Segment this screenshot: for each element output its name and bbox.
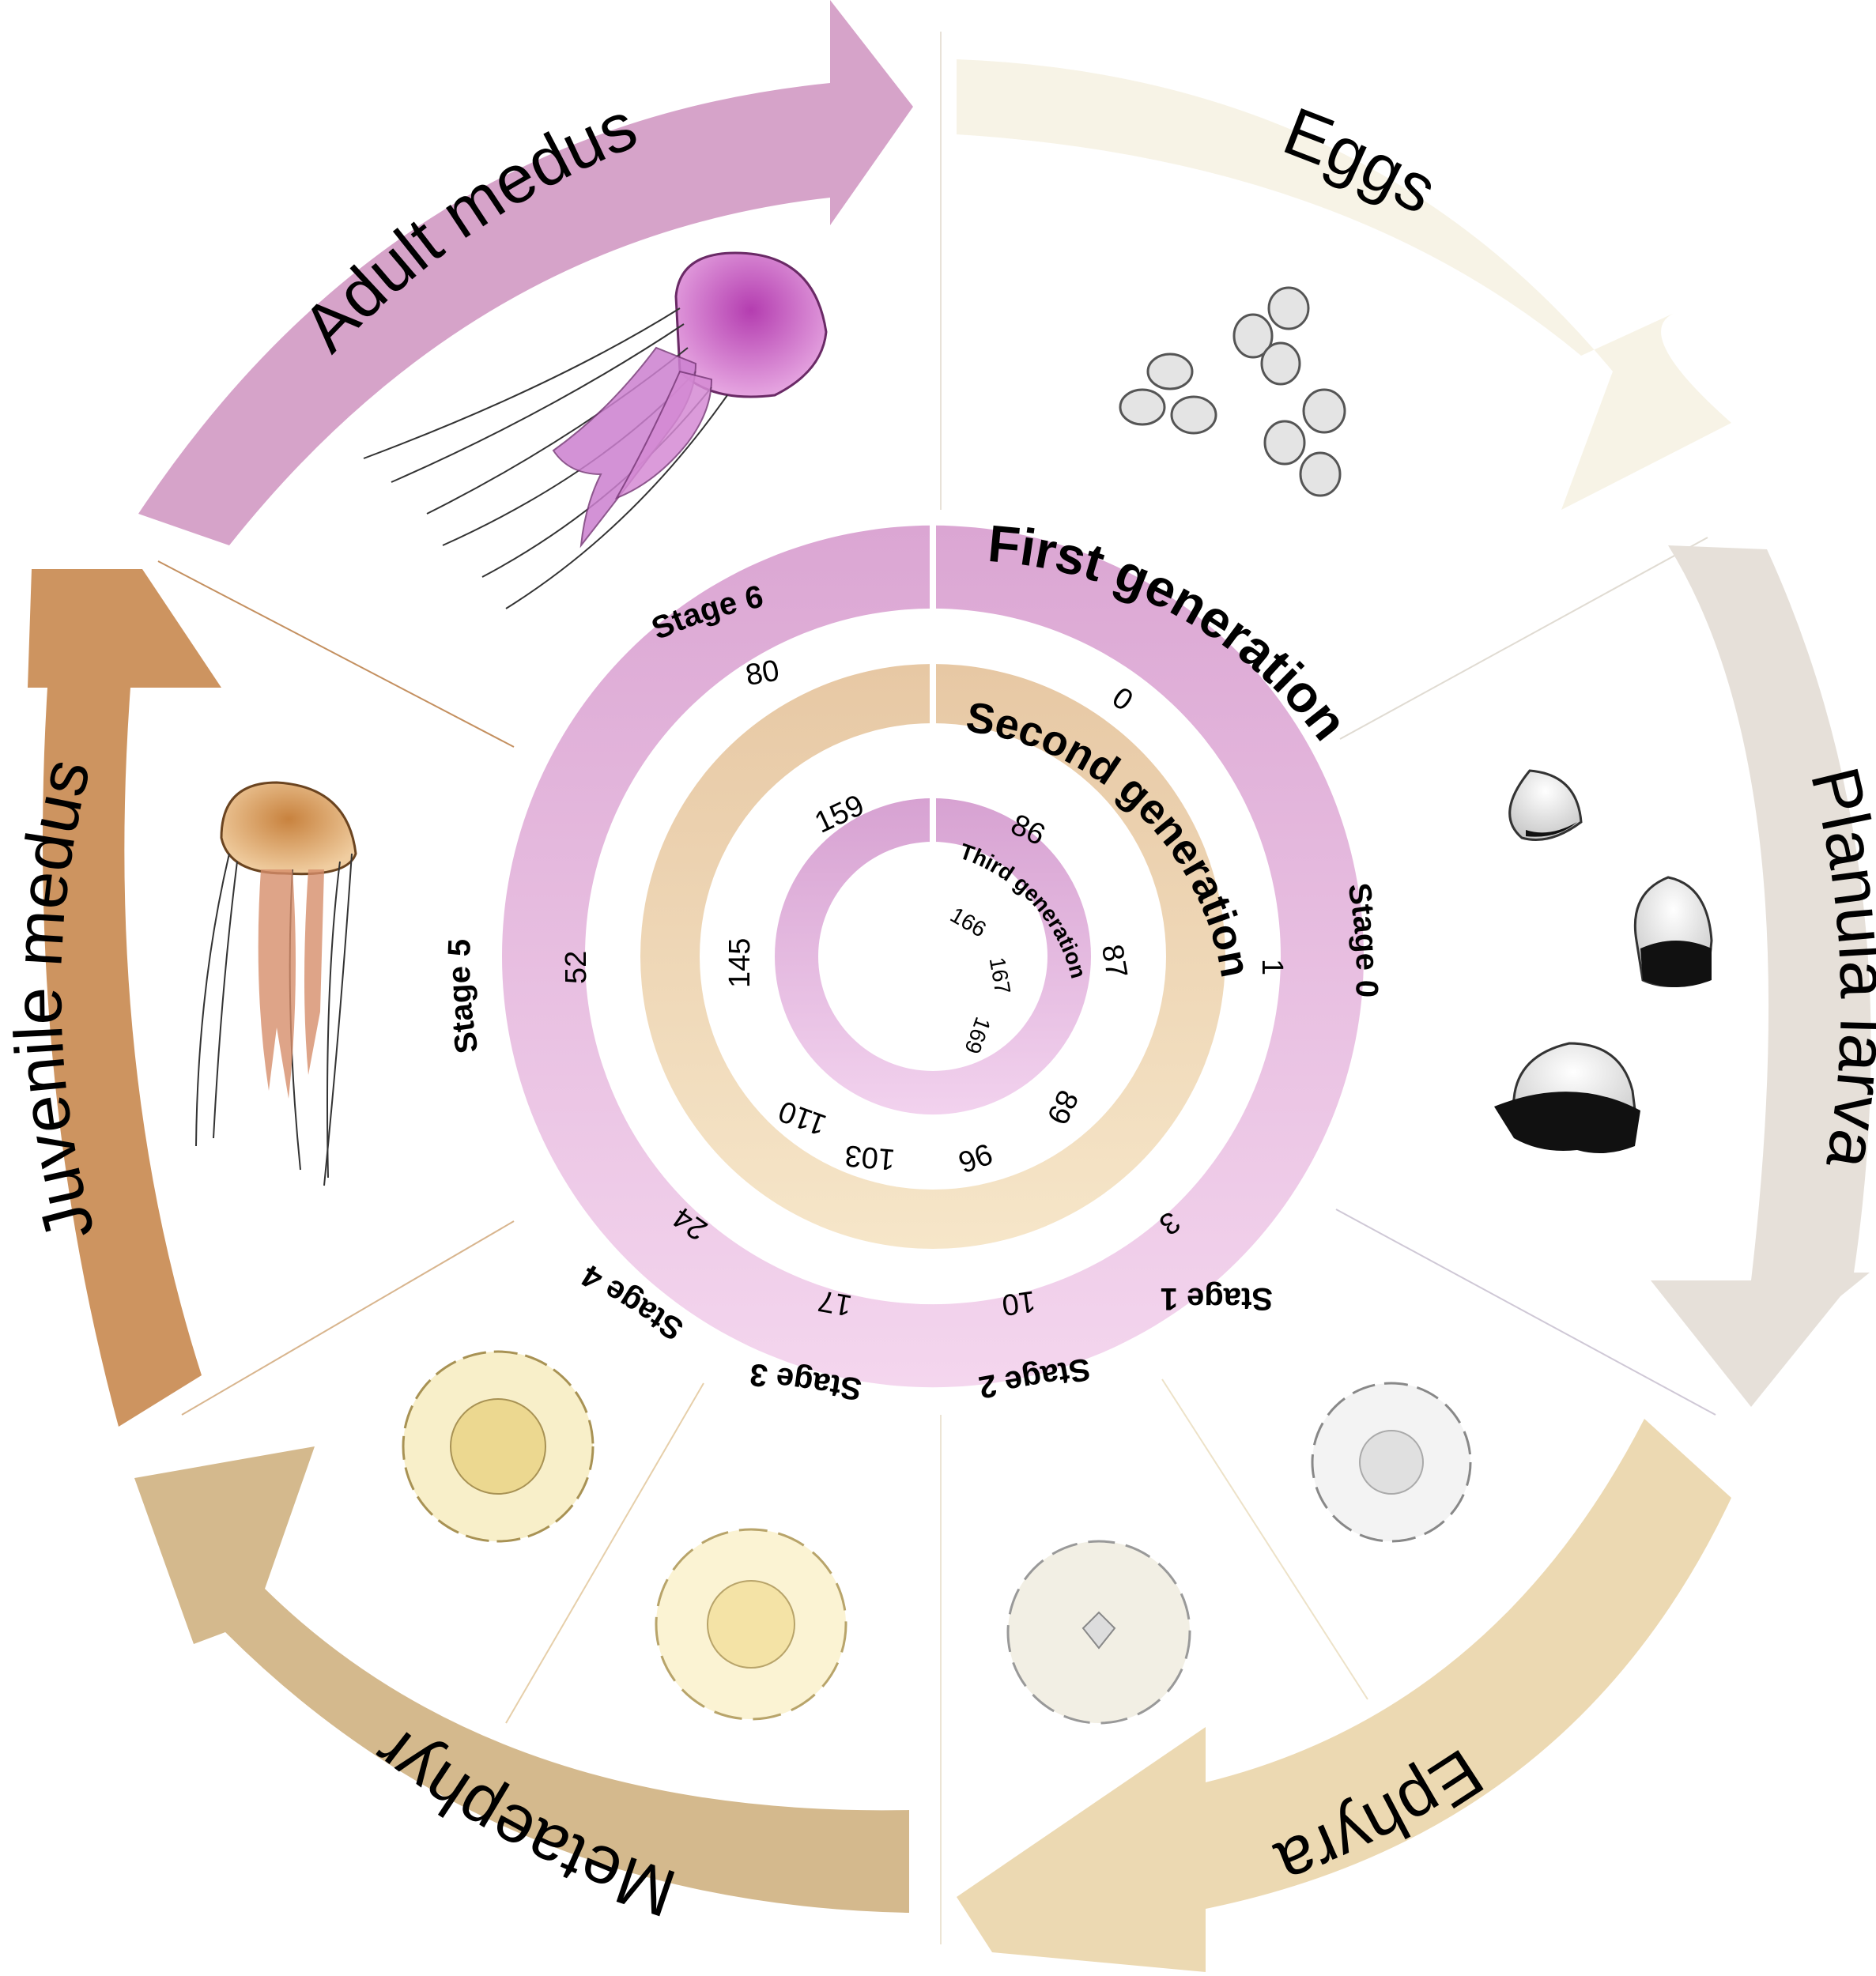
illustration-eggs <box>1119 286 1346 497</box>
day-label: 10 <box>1000 1284 1038 1321</box>
ring-gap <box>930 506 936 964</box>
arrow-eggs <box>957 59 1731 510</box>
day-label: 80 <box>743 654 782 692</box>
arrow-metaephyra <box>134 1446 909 1913</box>
day-label: 110 <box>774 1094 830 1141</box>
illustration-juvenile-medusa <box>195 781 357 1186</box>
day-label: 1 <box>1255 959 1289 975</box>
day-label: 52 <box>560 951 593 984</box>
day-label: 17 <box>816 1284 855 1322</box>
illustration-ephyra-2 <box>1006 1540 1191 1725</box>
separator-stage1-stage2 <box>1161 1378 1368 1700</box>
separator-juvenile-adult <box>157 560 515 748</box>
day-label: 169 <box>960 1014 995 1058</box>
illustration-planula-larva <box>1494 769 1713 1153</box>
sector-separators <box>157 32 1716 1944</box>
day-label: 87 <box>1095 942 1134 981</box>
label-stage-5: Stage 5 <box>442 938 485 1056</box>
third-generation-days: 166 167 169 <box>946 903 1015 1058</box>
arrow-ephyra <box>957 1419 1731 1972</box>
separator-planula-ephyra <box>1335 1209 1716 1416</box>
label-stage-1: Stage 1 <box>1161 1281 1273 1316</box>
label-adult-medusa: Adult medusa <box>0 0 647 366</box>
outer-cycle-arrows <box>28 0 1871 1972</box>
arrow-adult <box>138 0 913 545</box>
illustration-ephyra-1 <box>1311 1382 1472 1543</box>
day-label: 96 <box>954 1136 997 1178</box>
separator-stage3-stage4 <box>505 1382 704 1724</box>
day-label: 166 <box>946 903 991 942</box>
day-label: 145 <box>723 938 757 988</box>
arrow-juvenile <box>28 569 221 1427</box>
illustration-adult-medusa <box>363 251 828 609</box>
arrow-planula <box>1651 545 1871 1407</box>
illustration-metaephyra-2 <box>402 1350 595 1543</box>
day-label: 103 <box>844 1138 896 1175</box>
day-label: 0 <box>1106 681 1138 718</box>
illustration-metaephyra-1 <box>655 1528 847 1721</box>
generation-rings <box>501 506 1364 1388</box>
day-label: 167 <box>985 956 1016 996</box>
separator-eggs-planula <box>1339 537 1708 740</box>
day-label: 89 <box>1040 1085 1085 1129</box>
separator-meta-juvenile <box>181 1220 515 1416</box>
